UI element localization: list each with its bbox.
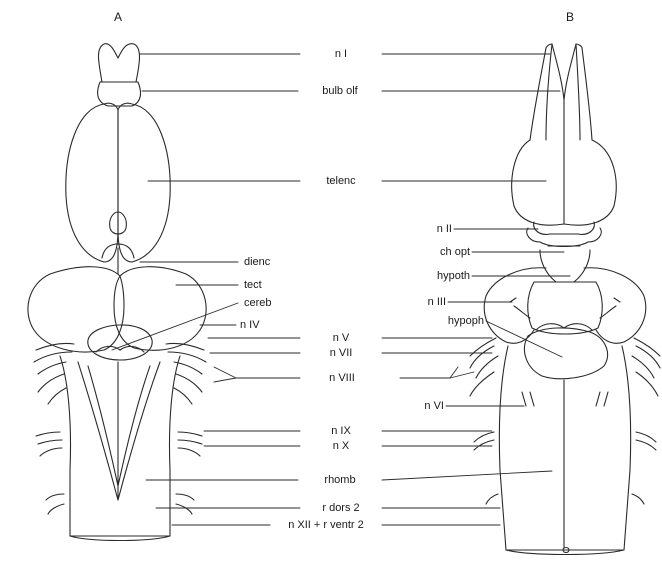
olfactory-bulb-b — [552, 44, 576, 100]
rhombencephalon-a — [60, 356, 180, 536]
label-dienc: dienc — [244, 256, 270, 268]
label-r-dors-2: r dors 2 — [322, 502, 359, 514]
panel-label-a: A — [114, 11, 122, 23]
label-n-iv: n IV — [240, 319, 260, 331]
label-n-vi: n VI — [424, 400, 444, 412]
label-bulb-olf: bulb olf — [322, 85, 357, 97]
leader-lines — [112, 54, 570, 525]
cranial-nerve-roots-right-b — [632, 338, 660, 504]
label-n-ii: n II — [437, 223, 452, 235]
optic-tectum-left-a — [28, 267, 124, 352]
telencephalon-right-a — [118, 103, 170, 262]
medulla-b — [499, 346, 630, 550]
label-cereb: cereb — [244, 297, 272, 309]
abducens-nerve-b — [522, 392, 608, 406]
label-n-ix: n IX — [331, 425, 351, 437]
hypophysis-b — [524, 328, 607, 379]
label-ch-opt: ch opt — [440, 246, 470, 258]
label-hypoth: hypoth — [437, 270, 470, 282]
olfactory-nerve-b — [530, 44, 592, 140]
label-telenc: telenc — [326, 175, 355, 187]
label-rhomb: rhomb — [324, 474, 355, 486]
inferior-lobes-b — [528, 282, 603, 334]
label-n-iii: n III — [428, 296, 446, 308]
panel-label-b: B — [566, 11, 574, 23]
label-n-vii: n VII — [330, 347, 353, 359]
optic-nerve-b — [527, 222, 602, 242]
optic-chiasm-b — [540, 242, 588, 247]
label-n-viii: n VIII — [329, 372, 355, 384]
label-n-v: n V — [333, 332, 350, 344]
label-n-x: n X — [333, 440, 350, 452]
telencephalon-left-a — [66, 103, 118, 262]
cranial-nerve-roots-left-b — [470, 338, 498, 504]
dorsal-view-brain — [28, 44, 206, 541]
optic-tectum-right-a — [114, 267, 206, 351]
oculomotor-nerve-b — [510, 298, 620, 318]
label-n-xii-r-ventr-2: n XII + r ventr 2 — [288, 519, 364, 531]
ventral-view-brain — [470, 44, 660, 555]
olfactory-nerve-a — [99, 44, 140, 82]
label-hypoph: hypoph — [448, 315, 484, 327]
optic-lobe-right-b — [584, 268, 646, 343]
label-tect: tect — [244, 279, 262, 291]
olfactory-bulb-a — [98, 82, 141, 106]
label-n-i: n I — [335, 48, 347, 60]
hypothalamus-b — [540, 250, 590, 282]
